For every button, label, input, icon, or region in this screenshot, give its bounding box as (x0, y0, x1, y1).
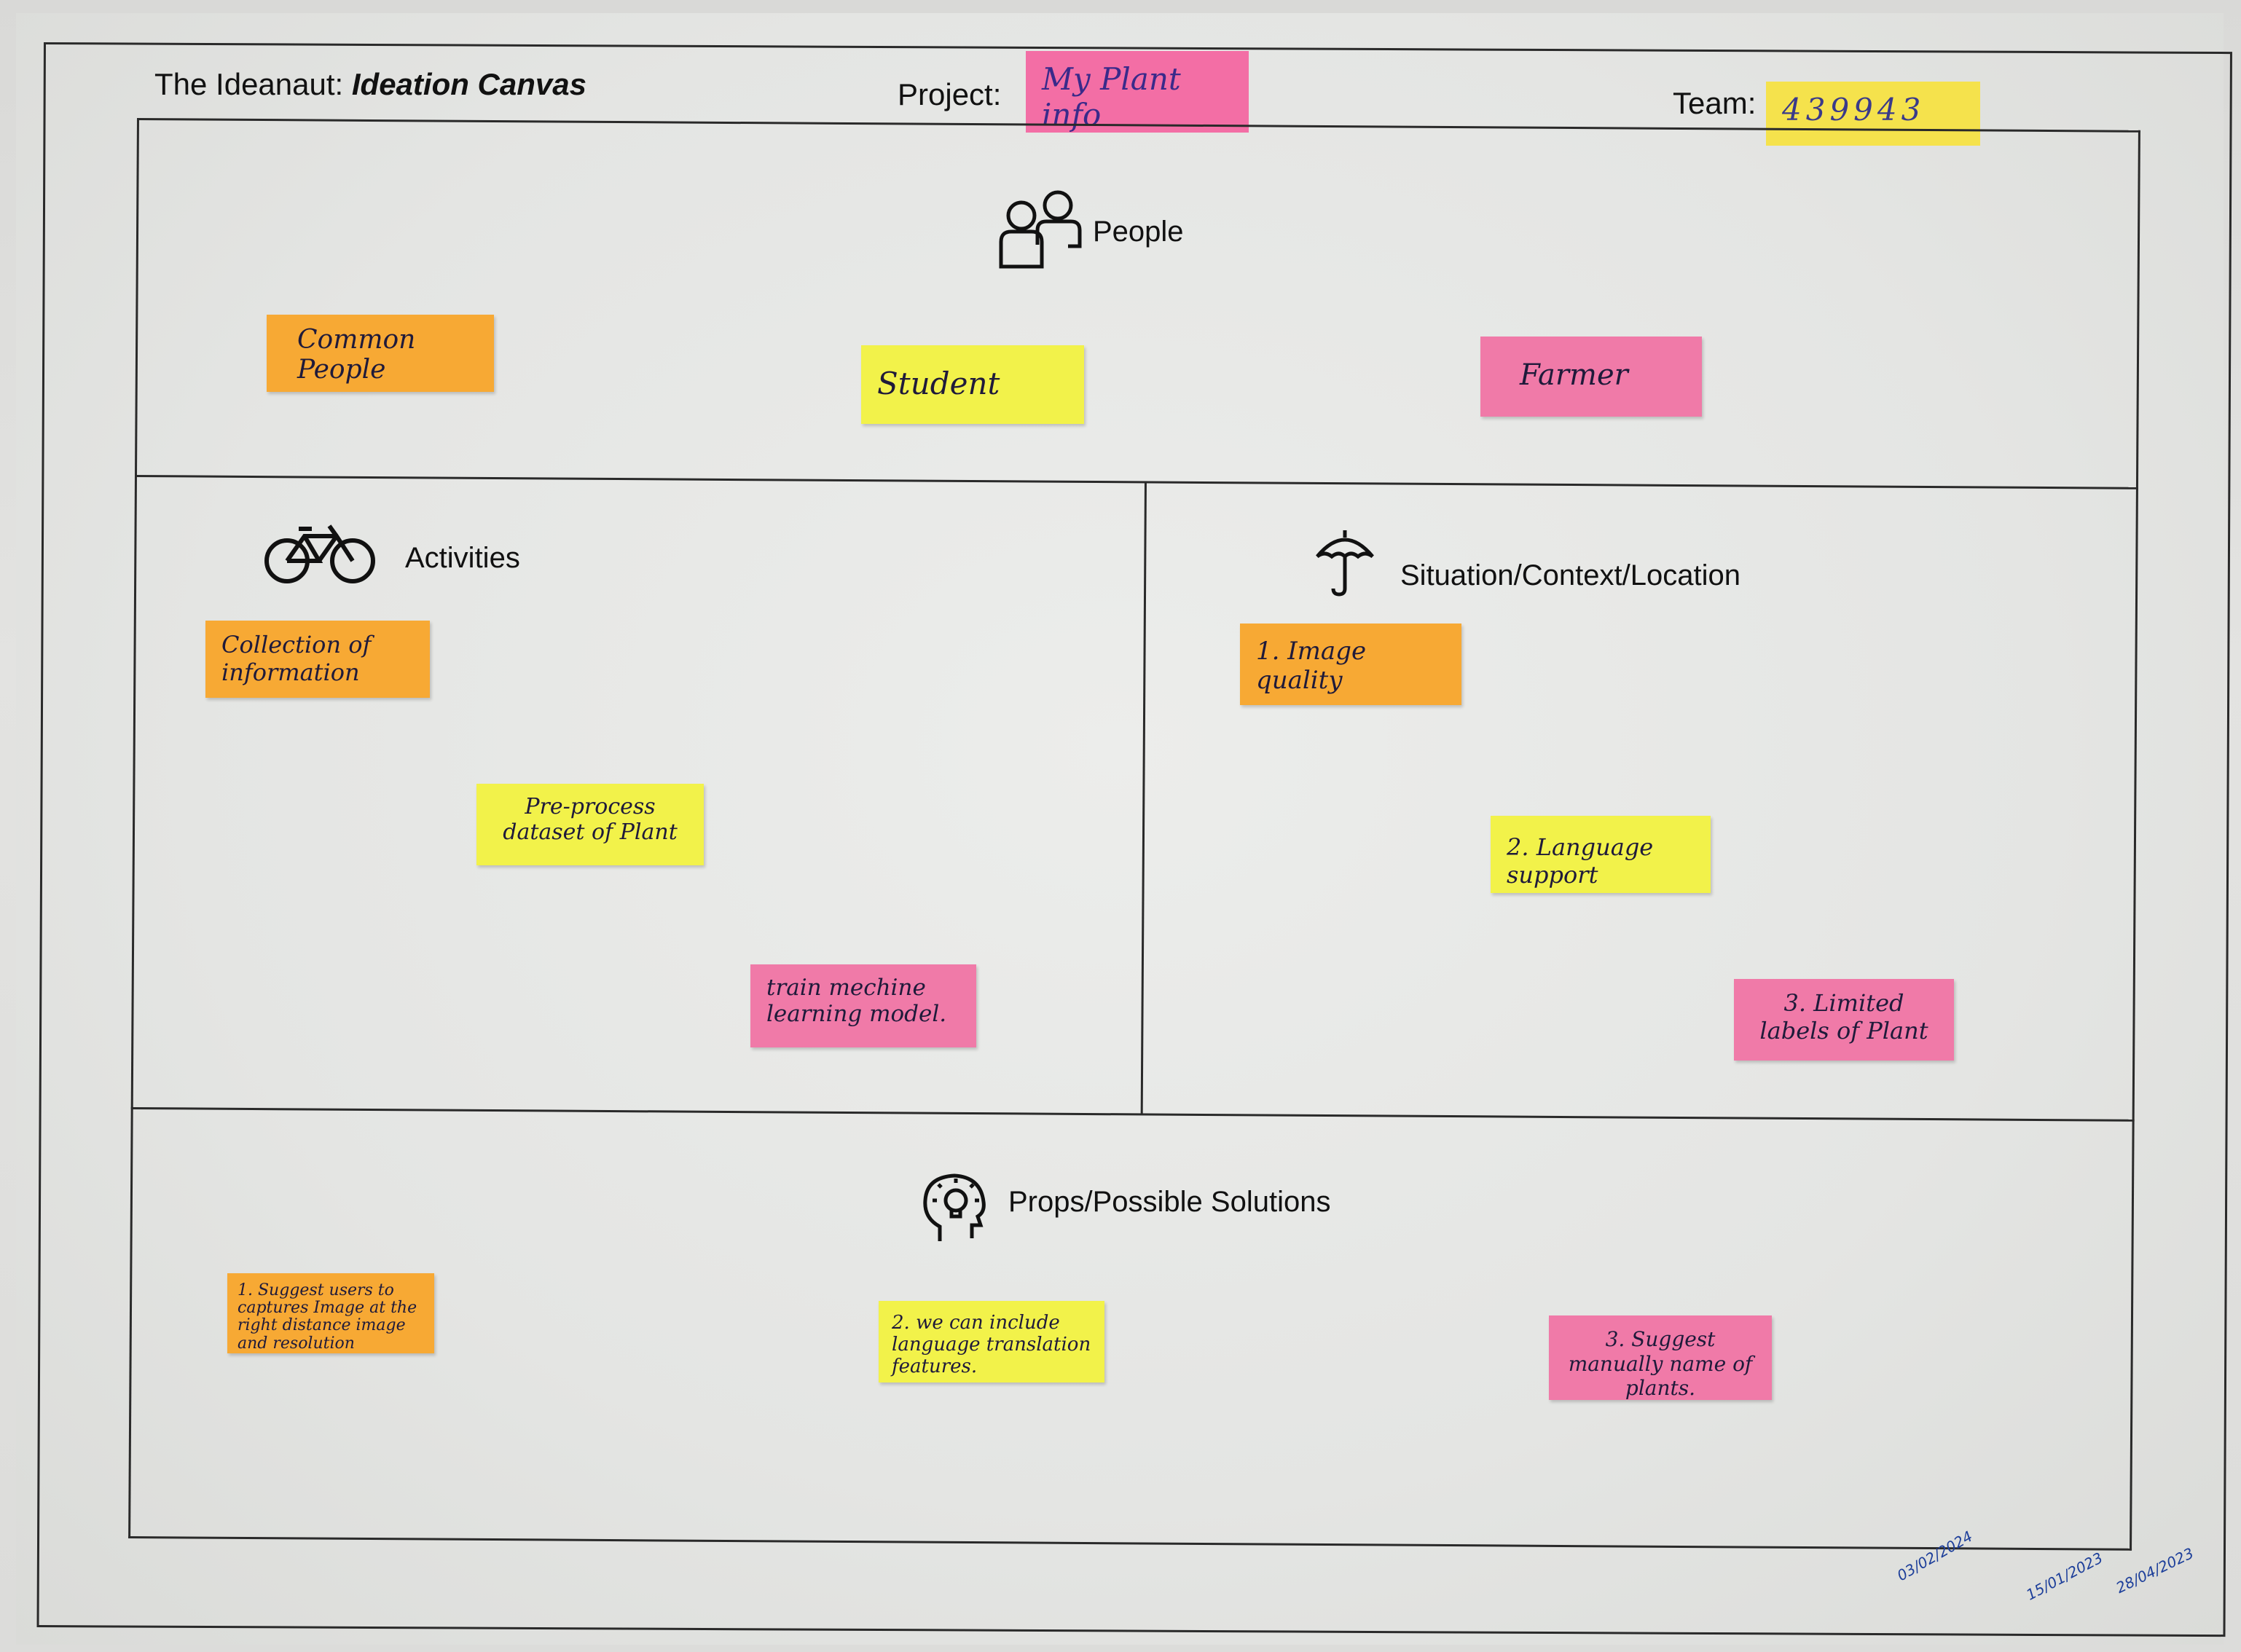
situation-note-2: 2. Language support (1491, 816, 1711, 893)
situation-note-3: 3. Limited labels of Plant (1734, 979, 1954, 1061)
bicycle-icon (264, 516, 376, 589)
props-note-1: 1. Suggest users to captures Image at th… (227, 1273, 434, 1353)
brand-title: The Ideanaut: Ideation Canvas (154, 67, 586, 102)
brand-bold-text: Ideation Canvas (351, 67, 586, 101)
people-note-3: Farmer (1480, 337, 1702, 417)
props-note-2: 2. we can include language translation f… (879, 1301, 1104, 1382)
props-note-3: 3. Suggest manually name of plants. (1549, 1315, 1772, 1400)
project-label: Project: (898, 77, 1002, 111)
situation-note-1: 1. Image quality (1240, 624, 1461, 705)
team-value-note: 439943 (1766, 82, 1980, 146)
brand-text: The Ideanaut: (154, 67, 344, 101)
people-icon (995, 188, 1086, 273)
people-note-2: Student (861, 345, 1084, 424)
activities-note-2: Pre-process dataset of Plant (476, 784, 704, 865)
activities-note-3: train mechine learning model. (750, 964, 976, 1047)
project-value-note: My Plant info (1026, 51, 1249, 133)
people-note-1: Common People (267, 315, 494, 392)
grid-row1-divider (134, 474, 2138, 489)
paper-sheet (16, 13, 2224, 1645)
lightbulb-head-icon (919, 1171, 989, 1248)
activities-title: Activities (405, 542, 520, 574)
props-title: Props/Possible Solutions (1008, 1186, 1331, 1218)
umbrella-icon (1314, 527, 1375, 601)
people-title: People (1093, 216, 1184, 248)
grid-col-divider (1140, 481, 1147, 1115)
activities-note-1: Collection of information (205, 621, 430, 698)
team-label: Team: (1673, 86, 1757, 120)
situation-title: Situation/Context/Location (1400, 559, 1740, 591)
grid-row2-divider (130, 1106, 2135, 1122)
